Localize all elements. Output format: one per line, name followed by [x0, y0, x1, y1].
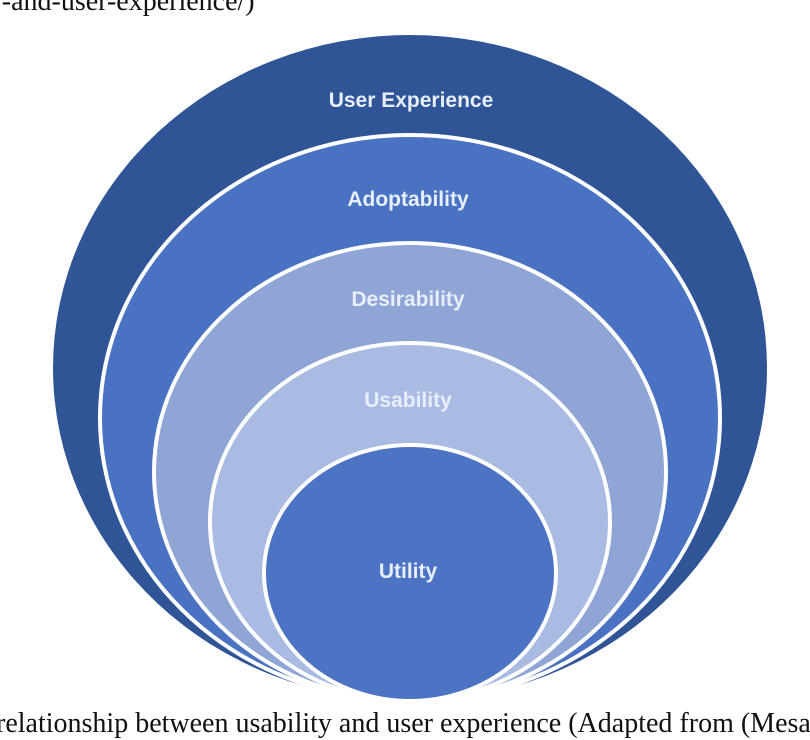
top-caption-fragment: /-and-user-experience/): [0, 0, 255, 17]
layer-label-desirability: Desirability: [351, 288, 465, 311]
layer-label-user-experience: User Experience: [329, 89, 494, 112]
layer-label-utility: Utility: [379, 560, 438, 583]
layer-circle-utility: [262, 443, 558, 703]
layer-label-adoptability: Adoptability: [347, 188, 469, 211]
layer-label-usability: Usability: [364, 389, 452, 412]
bottom-caption-fragment: relationship between usability and user …: [0, 708, 810, 739]
